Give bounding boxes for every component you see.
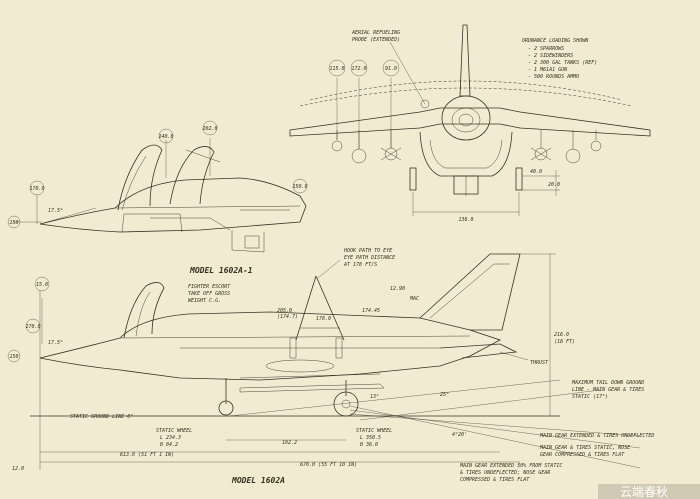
wheel-left-1: STATIC WHEEL [156, 428, 192, 434]
refuel-note-line-1: AERIAL REFUELING [351, 30, 400, 36]
thrust-label: THRUST [530, 360, 549, 366]
front-view: 115.0 172.0 91.0 AERIAL REFUELING PROBE … [289, 24, 651, 223]
note-1: MAXIMUM TAIL DOWN GROUND [571, 380, 644, 386]
dim-20: 20.0 [548, 182, 560, 188]
station-1-label: 115.0 [329, 66, 344, 72]
upper-side-view: 140.0 202.0 170.0 150.0 150 17.5° MODEL … [7, 120, 308, 275]
lower-bubble-1: 15.0 [36, 282, 48, 288]
wheel-left-2: L 234.3 [160, 435, 181, 441]
lower-side-view: 17.5° 15.0 170.0 150 HOOK PATH TO EYE EY… [7, 248, 654, 485]
upper-bubble-2: 202.0 [202, 126, 217, 132]
dim-2050: 205.0 [277, 308, 292, 314]
ordnance-item-4: - 1 M61A1 GUN [528, 67, 568, 73]
dim-136: 136.0 [458, 217, 473, 223]
wheel-left-3: B 84.2 [160, 442, 178, 448]
station-bubble-2 [350, 59, 368, 77]
dim-mac: MAC [409, 296, 419, 302]
dim-1747: (174.7) [277, 314, 298, 320]
lower-angle-left: 17.5° [48, 340, 63, 346]
dim-1780: 178.0 [316, 316, 331, 322]
escort-note-2: TAKE OFF GROSS [188, 291, 230, 297]
ordnance-item-1: - 2 SPARROWS [528, 46, 564, 52]
dim-6700: 670.0 (55 FT 10 IN) [300, 462, 357, 468]
ordnance-item-2: - 2 SIDEWINDERS [528, 53, 573, 59]
angle-40: 4°20' [452, 432, 467, 438]
station-3-label: 91.0 [385, 66, 397, 72]
hook-note-1: HOOK PATH TO EYE [343, 248, 392, 254]
dim-1290: 12.90 [390, 286, 405, 292]
angle-13: 13° [370, 394, 379, 400]
note-3: STATIC (17°) [572, 394, 608, 400]
station-bubble-1 [328, 59, 346, 77]
dim-6130: 613.0 (51 FT 1 IN) [120, 452, 174, 458]
station-2-label: 172.0 [351, 66, 366, 72]
upper-bubble-4: 150.0 [292, 184, 307, 190]
lower-bubble-3: 150 [9, 354, 18, 360]
escort-note-1: FIGHTER ESCORT [188, 284, 231, 290]
dim-40: 40.0 [530, 169, 542, 175]
note-4: MAIN GEAR EXTENDED & TIRES UNDEFLECTED [539, 433, 654, 439]
ordnance-item-3: - 2 300 GAL TANKS (REF) [528, 60, 597, 66]
height-label: 216.0 [554, 332, 569, 338]
upper-angle: 17.5° [48, 208, 63, 214]
note-9: COMPRESSED & TIRES FLAT [460, 477, 530, 483]
note-5: MAIN GEAR & TIRES STATIC, NOSE [539, 445, 630, 451]
upper-bubble-3: 170.0 [29, 186, 44, 192]
note-2: LINE - MAIN GEAR & TIRES [572, 387, 644, 393]
refuel-note-line-2: PROBE (EXTENDED) [352, 37, 400, 43]
dim-17445: 174.45 [362, 308, 380, 314]
wheel-right-1: STATIC WHEEL [356, 428, 392, 434]
dim-120: 12.0 [12, 466, 24, 472]
upper-bubble-1: 140.0 [158, 134, 173, 140]
note-7: MAIN GEAR EXTENDED 50% FROM STATIC [459, 463, 562, 469]
static-ground-label: STATIC GROUND LINE 0° [70, 414, 133, 420]
watermark-backdrop [598, 484, 700, 499]
upper-caption: MODEL 1602A-1 [189, 266, 253, 275]
upper-nose-dim: 150 [9, 220, 18, 226]
station-bubble-3 [382, 59, 400, 77]
wing-stores [331, 130, 602, 164]
height-sub: (18 FT) [554, 339, 575, 345]
note-8: & TIRES UNDEFLECTED; NOSE GEAR [459, 470, 550, 476]
dim-1822: 182.2 [282, 440, 297, 446]
hook-note-3: AT 178 FT/S [343, 262, 377, 268]
wheel-right-3: B 36.0 [360, 442, 378, 448]
lower-caption: MODEL 1602A [231, 476, 285, 485]
wheel-right-2: L 350.5 [360, 435, 381, 441]
escort-note-3: WEIGHT C.G. [188, 298, 221, 304]
watermark: 云端春秋 [620, 485, 668, 499]
ordnance-title: ORDNANCE LOADING SHOWN [522, 38, 589, 44]
lower-bubble-2: 170.0 [25, 324, 40, 330]
hook-note-2: EYE PATH DISTANCE [344, 255, 395, 261]
angle-25: 25° [440, 392, 449, 398]
ordnance-item-5: - 500 ROUNDS AMMO [528, 74, 579, 80]
note-6: GEAR COMPRESSED & TIRES FLAT [540, 452, 625, 458]
